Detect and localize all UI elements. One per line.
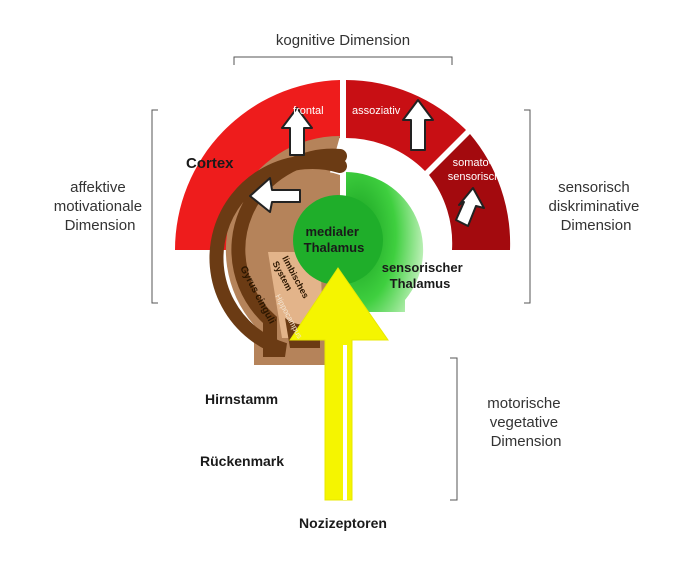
sensorisch-bracket bbox=[524, 109, 531, 304]
sensorisch-dimension-label: sensorisch diskriminative Dimension bbox=[548, 179, 643, 234]
somato-label: somato- sensorisch bbox=[448, 157, 501, 183]
projection-arrow-somato bbox=[455, 187, 485, 227]
cortex-assoziativ-segment bbox=[346, 80, 466, 171]
projection-arrow-cortex bbox=[249, 177, 301, 213]
affektive-dimension-label: affektive motivationale Dimension bbox=[54, 179, 147, 234]
hirnstamm-label: Hirnstamm bbox=[205, 391, 278, 407]
affektive-bracket bbox=[151, 109, 158, 304]
projection-arrow-frontal bbox=[281, 107, 313, 156]
frontal-label: frontal bbox=[293, 105, 324, 117]
nozizeptoren-label: Nozizeptoren bbox=[299, 515, 387, 531]
medialer-thalamus-label: medialer Thalamus bbox=[304, 224, 365, 255]
projection-arrow-assoziativ bbox=[402, 99, 434, 151]
kognitive-bracket bbox=[233, 56, 453, 65]
kognitive-dimension-label: kognitive Dimension bbox=[276, 32, 410, 49]
medial-thalamus-region bbox=[293, 195, 383, 285]
cortex-label: Cortex bbox=[186, 155, 234, 172]
sensorischer-thalamus-label: sensorischer Thalamus bbox=[382, 260, 467, 291]
assoziativ-label: assoziativ bbox=[352, 105, 401, 117]
motorische-bracket bbox=[450, 357, 458, 501]
ascending-pathway-arrow bbox=[289, 267, 389, 501]
motorische-dimension-label: motorische vegetative Dimension bbox=[487, 395, 565, 450]
rueckenmark-label: Rückenmark bbox=[200, 453, 284, 469]
